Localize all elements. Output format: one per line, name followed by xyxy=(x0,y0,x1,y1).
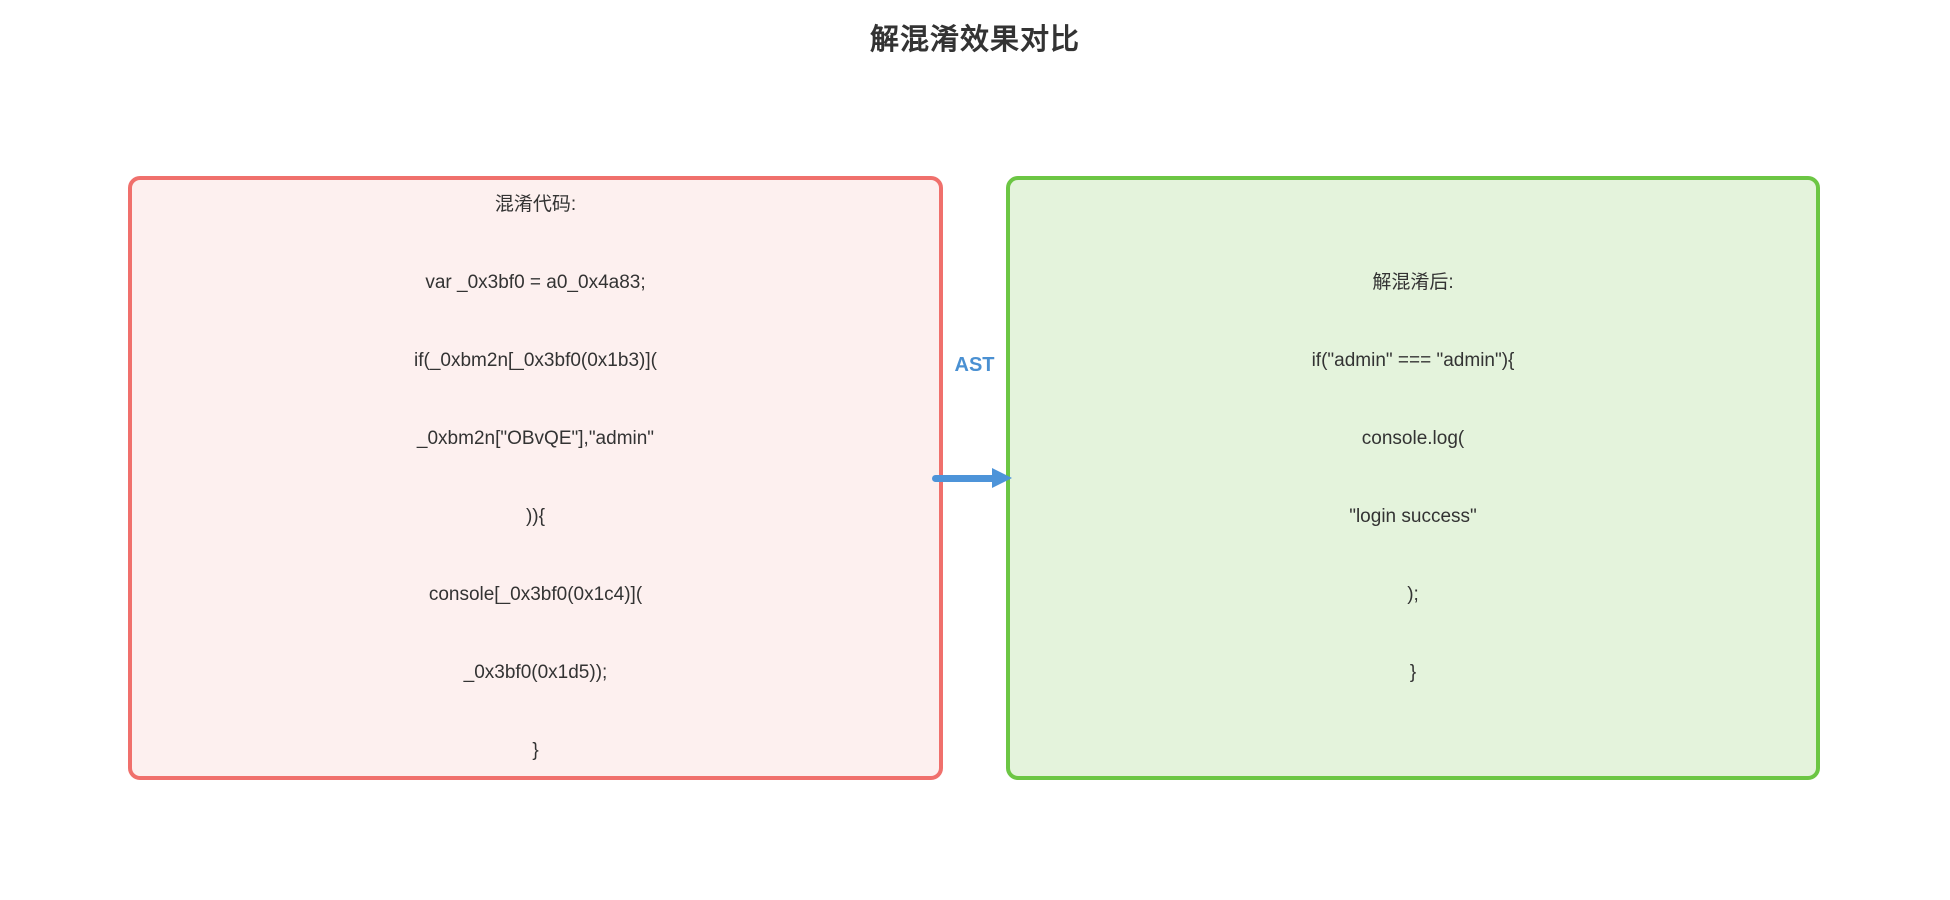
code-line: 混淆代码: xyxy=(494,194,577,215)
arrow-line xyxy=(932,475,996,482)
edge-label-ast: AST xyxy=(954,354,995,376)
arrow-head-icon xyxy=(992,468,1012,488)
code-line: 解混淆后: xyxy=(1372,272,1454,293)
code-line: } xyxy=(1409,662,1417,683)
code-line: if(_0xbm2n[_0x3bf0(0x1b3)]( xyxy=(414,350,657,371)
deobfuscated-code-text: 解混淆后: if("admin" === "admin"){ console.l… xyxy=(1312,218,1515,738)
code-line: _0xbm2n["OBvQE"],"admin" xyxy=(416,428,655,449)
code-line: )){ xyxy=(525,506,545,527)
obfuscated-code-node: 混淆代码: var _0x3bf0 = a0_0x4a83; if(_0xbm2… xyxy=(128,176,943,780)
obfuscated-code-text: 混淆代码: var _0x3bf0 = a0_0x4a83; if(_0xbm2… xyxy=(414,140,657,816)
code-line: "login success" xyxy=(1349,506,1477,527)
code-line: ); xyxy=(1407,584,1419,605)
code-line: } xyxy=(532,740,539,761)
code-line: if("admin" === "admin"){ xyxy=(1311,350,1515,371)
code-line: var _0x3bf0 = a0_0x4a83; xyxy=(425,272,646,293)
code-line: console.log( xyxy=(1361,428,1465,449)
deobfuscated-code-node: 解混淆后: if("admin" === "admin"){ console.l… xyxy=(1006,176,1820,780)
code-line: console[_0x3bf0(0x1c4)]( xyxy=(428,584,643,605)
diagram-title: 解混淆效果对比 xyxy=(869,24,1080,56)
code-line: _0x3bf0(0x1d5)); xyxy=(463,662,608,683)
